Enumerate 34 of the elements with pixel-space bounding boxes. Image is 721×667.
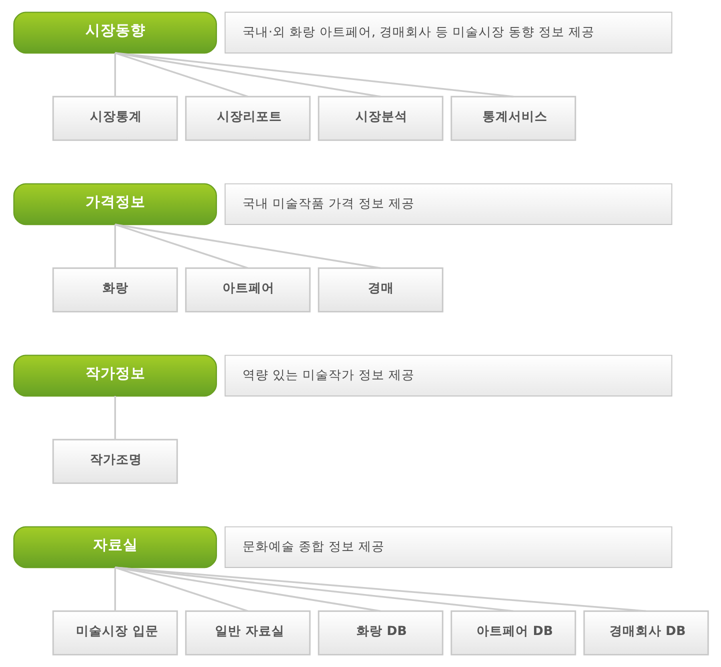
connector [114,224,380,269]
node-box: 작가정보 [12,354,216,397]
connector [114,52,380,98]
node-box: 경매 [317,267,443,312]
connector [114,396,116,440]
node-box: 국내·외 화랑 아트페어, 경매회사 등 미술시장 동향 정보 제공 [224,12,672,54]
node-box: 일반 자료실 [184,610,310,656]
node-box: 아트페어 [184,267,310,312]
connector [114,566,380,612]
node-box: 역량 있는 미술작가 정보 제공 [224,354,672,396]
connector [114,224,248,269]
connector [114,53,116,97]
node-box: 작가조명 [52,438,178,484]
node-box: 통계서비스 [450,96,576,141]
node-box: 국내 미술작품 가격 정보 제공 [224,183,672,225]
connector [114,566,513,612]
connector [114,52,513,98]
node-box: 미술시장 입문 [52,610,178,656]
connector [114,568,116,612]
node-box: 시장리포트 [184,96,310,141]
node-box: 화랑 [52,267,178,312]
connector [114,566,646,612]
node-box: 시장동향 [12,12,216,54]
node-box: 문화예술 종합 정보 제공 [224,526,672,568]
node-box: 가격정보 [12,183,216,226]
node-box: 시장분석 [317,96,443,141]
node-box: 자료실 [12,526,216,568]
connector [114,52,248,98]
node-box: 아트페어 DB [450,610,576,656]
node-box: 시장통계 [52,96,178,141]
node-box: 경매회사 DB [582,610,708,656]
node-box: 화랑 DB [317,610,443,656]
connector [114,566,248,612]
connector [114,224,116,268]
